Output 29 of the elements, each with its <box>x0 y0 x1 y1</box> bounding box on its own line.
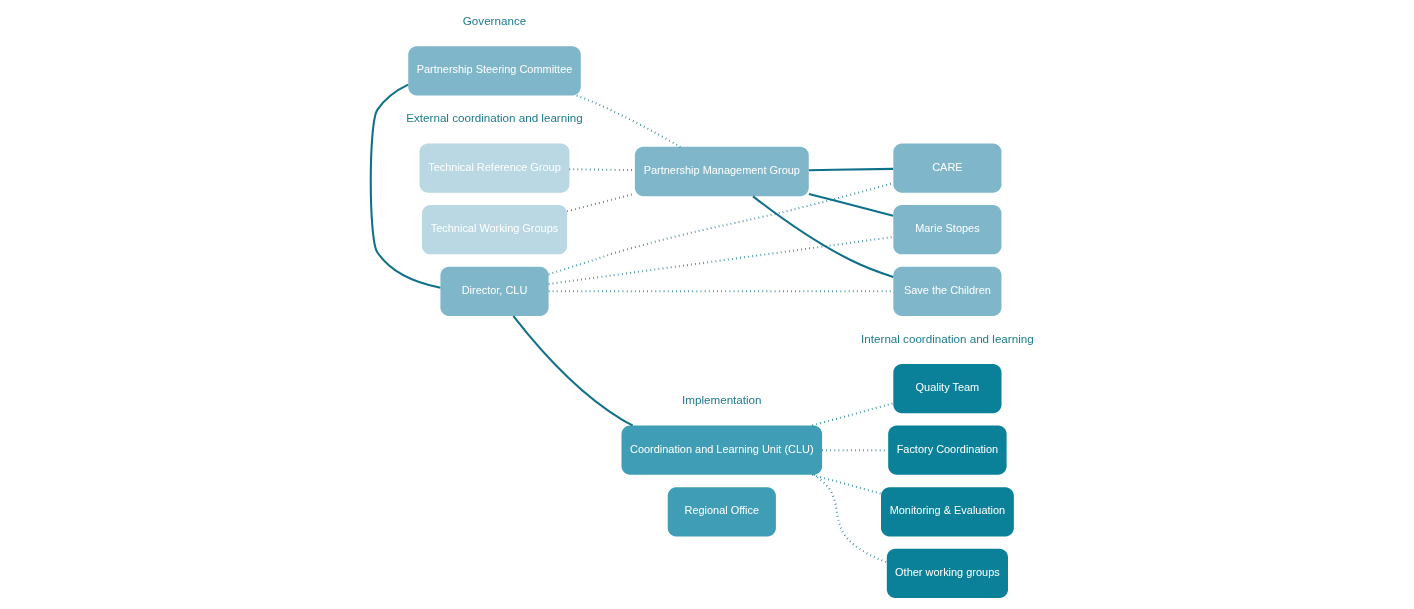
label: Internal coordination and learning <box>861 331 1034 345</box>
node-box: Marie Stopes <box>893 205 1002 255</box>
node-box: Partnership Steering Committee <box>408 46 581 96</box>
node-box: Director, CLU <box>440 266 549 316</box>
node-box: Regional Office <box>667 487 776 537</box>
connector <box>808 167 894 172</box>
connector <box>813 474 888 564</box>
connector <box>548 182 894 276</box>
node-box: Factory Coordination <box>888 425 1007 475</box>
node-box: Technical Reference Group <box>419 143 570 193</box>
connector <box>576 94 681 148</box>
connector <box>512 315 634 427</box>
connector <box>369 83 441 289</box>
node-box: Monitoring & Evaluation <box>881 487 1014 537</box>
node-box: CARE <box>893 143 1002 193</box>
node-box: Technical Working Groups <box>421 205 568 255</box>
node-box: Other working groups <box>886 548 1008 599</box>
connector <box>752 195 894 278</box>
label: External coordination and learning <box>406 111 583 125</box>
connector <box>567 192 635 213</box>
node-box: Save the Children <box>893 266 1002 316</box>
label: Governance <box>462 14 527 28</box>
connector <box>822 449 888 452</box>
connector <box>808 192 894 217</box>
node-box: Quality Team <box>893 363 1002 414</box>
connector <box>569 168 635 172</box>
label: Implementation <box>682 393 762 407</box>
node-box: Coordination and Learning Unit (CLU) <box>621 425 823 475</box>
node-box: Partnership Management Group <box>634 146 809 197</box>
